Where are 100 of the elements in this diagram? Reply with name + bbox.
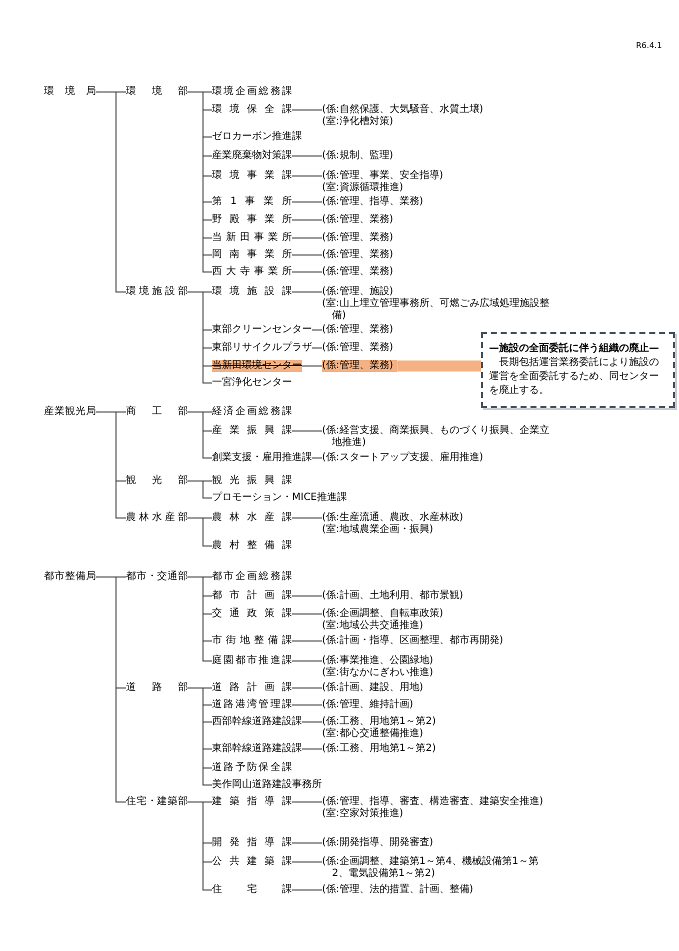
department-name: 商工部 <box>126 406 188 418</box>
connector-line <box>302 748 322 750</box>
section-name: 産業廃棄物対策課 <box>212 150 292 162</box>
connector-line <box>188 688 212 786</box>
connector-line <box>292 430 322 432</box>
duty-note: (係:管理、業務) <box>322 232 394 244</box>
department-name: 環境施設部 <box>126 286 188 298</box>
section-name: 環境施設課 <box>212 286 292 298</box>
section-name: 環境企画総務課 <box>212 86 292 98</box>
duty-note: (係:管理、指導、業務) <box>322 196 424 208</box>
section-name: 住宅課 <box>212 884 292 896</box>
section-name: 都市計画課 <box>212 590 292 602</box>
duty-note: (係:管理、施設) <box>322 286 394 298</box>
section-name: 東部リサイクルプラザ <box>212 342 312 354</box>
duty-note: (室:都心交通整備推進) <box>322 728 424 740</box>
connector-line <box>292 254 322 256</box>
section-name: 農村整備課 <box>212 540 292 552</box>
abolished-section-name: 当新田環境センター <box>212 360 302 372</box>
section-name: 一宮浄化センター <box>212 377 292 389</box>
duty-note: (係:スタートアップ支援、雇用推進) <box>322 452 484 464</box>
section-name: 野殿事業所 <box>212 214 292 226</box>
callout-box <box>481 332 675 408</box>
section-name: 環境保全課 <box>212 104 292 116</box>
connector-line <box>292 660 322 662</box>
connector-line <box>292 842 322 844</box>
callout-heading: —施設の全面委託に伴う組織の廃止— <box>489 342 660 356</box>
duty-note: (係:管理、業務) <box>322 342 394 354</box>
duty-note: (係:企画調整、自転車政策) <box>322 608 444 620</box>
section-name: 観光振興課 <box>212 475 292 487</box>
bureau-name: 環境局 <box>44 86 96 98</box>
duty-note: (係:管理、維持計画) <box>322 699 414 711</box>
connector-line <box>188 412 212 458</box>
duty-note: (室:街なかにぎわい推進) <box>322 667 434 679</box>
duty-note: (係:企画調整、建築第1～第4、機械設備第1～第2、電気設備第1～第2) <box>322 856 554 880</box>
section-name: 開発指導課 <box>212 837 292 849</box>
duty-note: (係:管理、業務) <box>322 324 394 336</box>
section-name: 産業振興課 <box>212 425 292 437</box>
bureau-name: 産業観光局 <box>44 406 96 418</box>
section-name: 建築指導課 <box>212 796 292 808</box>
section-name: 当新田事業所 <box>212 232 292 244</box>
section-name: 西大寺事業所 <box>212 266 292 278</box>
highlight-band <box>397 360 481 372</box>
connector-line <box>96 576 126 802</box>
connector-line <box>292 704 322 706</box>
section-name: 交通政策課 <box>212 608 292 620</box>
duty-note: (室:地域公共交通推進) <box>322 620 424 632</box>
connector-line <box>188 576 212 662</box>
duty-note: (係:管理、法的措置、計画、整備) <box>322 884 474 896</box>
section-name: 道路港湾管理課 <box>212 699 292 711</box>
duty-note: (室:空家対策推進) <box>322 808 404 820</box>
duty-note: (室:資源循環推進) <box>322 182 404 194</box>
duty-note: (係:管理、指導、審査、構造審査、建築安全推進) <box>322 796 544 808</box>
section-name: 庭園都市推進課 <box>212 655 292 667</box>
department-name: 観光部 <box>126 475 188 487</box>
section-name: 第1事業所 <box>212 196 292 208</box>
duty-note: (係:管理、業務) <box>322 249 394 261</box>
department-name: 道路部 <box>126 682 188 694</box>
section-name: 岡南事業所 <box>212 249 292 261</box>
highlighted-duty-note: (係:管理、業務) <box>322 360 398 372</box>
duty-note: (係:計画、建設、用地) <box>322 682 424 694</box>
duty-note: (係:計画、土地利用、都市景観) <box>322 590 464 602</box>
bureau-name: 都市整備局 <box>44 571 96 583</box>
section-name: 美作岡山道路建設事務所 <box>212 779 322 791</box>
connector-line <box>292 640 322 642</box>
department-name: 農林水産部 <box>126 512 188 524</box>
duty-note: (係:開発指導、開発審査) <box>322 837 434 849</box>
section-name: 環境事業課 <box>212 170 292 182</box>
connector-line <box>188 292 212 384</box>
department-name: 住宅・建築部 <box>126 796 188 808</box>
duty-note: (係:工務、用地第1～第2) <box>322 716 436 728</box>
section-name: 東部幹線道路建設課 <box>212 743 302 755</box>
duty-note: (係:管理、業務) <box>322 266 394 278</box>
section-name: ゼロカーボン推進課 <box>212 131 302 143</box>
section-name: 東部クリーンセンター <box>212 324 312 336</box>
duty-note: (係:生産流通、農政、水産林政) <box>322 512 464 524</box>
revision-date: R6.4.1 <box>636 40 662 52</box>
section-name: 農林水産課 <box>212 512 292 524</box>
department-name: 環境部 <box>126 86 188 98</box>
section-name: 西部幹線道路建設課 <box>212 716 302 728</box>
duty-note: (係:管理、事業、安全指導) <box>322 170 444 182</box>
duty-note: (係:規制、監理) <box>322 150 394 162</box>
duty-note: (係:自然保護、大気騒音、水質土壌) <box>322 104 484 116</box>
callout-text: 長期包括運営業務委託により施設の運営を全面委託するため、同センターを廃止する。 <box>489 356 660 398</box>
duty-note: (室:地域農業企画・振興) <box>322 524 434 536</box>
duty-note: (室:山上埋立管理事務所、可燃ごみ広域処理施設整備) <box>322 298 550 322</box>
section-name: 道路計画課 <box>212 682 292 694</box>
connector-line <box>188 518 212 546</box>
duty-note: (係:工務、用地第1～第2) <box>322 743 436 755</box>
connector-line <box>188 802 212 890</box>
section-name: 創業支援・雇用推進課 <box>212 452 312 464</box>
section-name: 都市企画総務課 <box>212 571 292 583</box>
section-name: 経済企画総務課 <box>212 406 292 418</box>
connector-line <box>96 412 126 518</box>
duty-note: (係:計画・指導、区画整理、都市再開発) <box>322 635 504 647</box>
connector-line <box>96 92 126 292</box>
duty-note: (係:経営支援、商業振興、ものづくり振興、企業立地推進) <box>322 425 554 449</box>
connector-line <box>188 480 212 498</box>
duty-note: (室:浄化槽対策) <box>322 116 394 128</box>
duty-note: (係:管理、業務) <box>322 214 394 226</box>
duty-note: (係:事業推進、公園緑地) <box>322 655 434 666</box>
